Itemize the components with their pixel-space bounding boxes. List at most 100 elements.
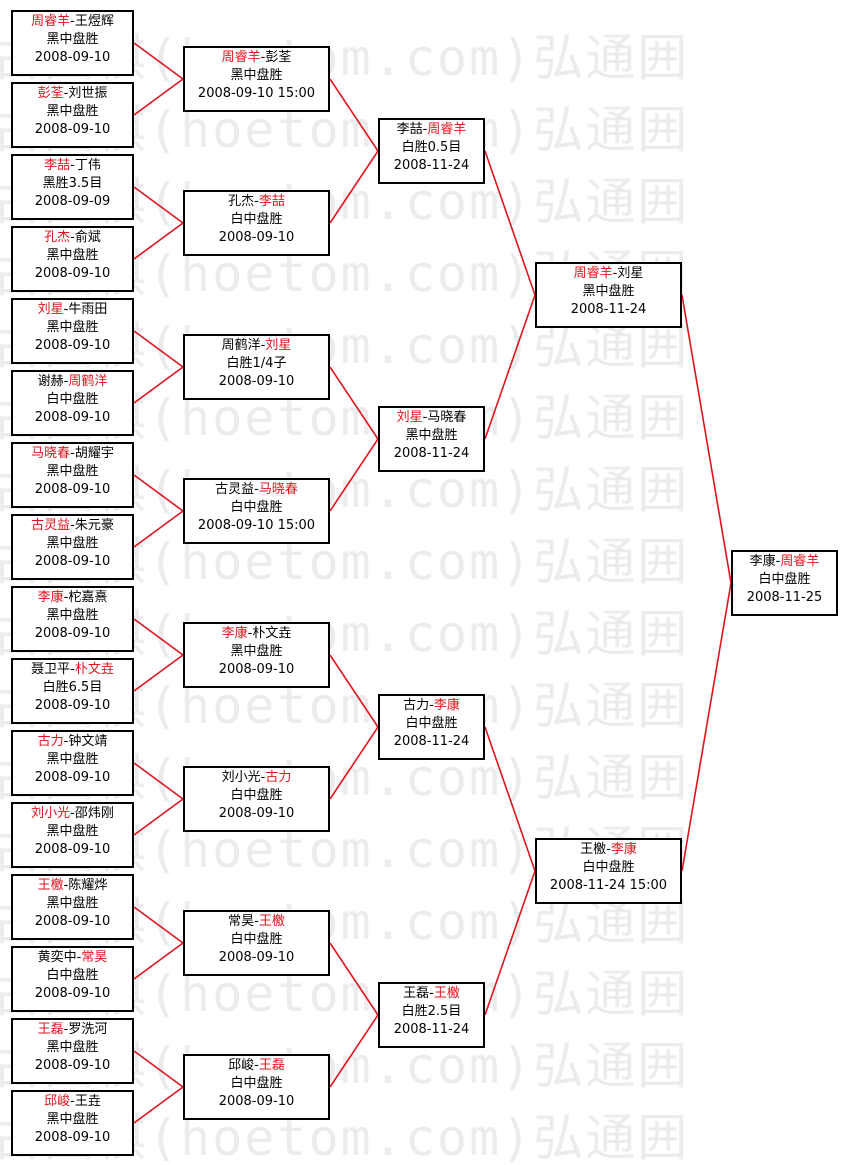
player-name: 钟文靖 bbox=[68, 734, 108, 749]
player-name: 王檄 bbox=[580, 842, 607, 857]
match-result: 白胜0.5目 bbox=[401, 140, 462, 155]
connector-line bbox=[133, 330, 184, 368]
result-row: 黑中盘胜 bbox=[13, 103, 132, 121]
player-name: 刘星 bbox=[617, 266, 644, 281]
match-date: 2008-11-25 bbox=[746, 590, 823, 605]
result-row: 白中盘胜 bbox=[185, 787, 328, 805]
winner-name: 朴文垚 bbox=[74, 662, 114, 677]
winner-name: 邱峻 bbox=[44, 1094, 71, 1109]
winner-name: 马晓春 bbox=[31, 446, 71, 461]
winner-name: 刘星 bbox=[37, 302, 64, 317]
player-name: 李康 bbox=[749, 554, 776, 569]
match-date: 2008-09-10 bbox=[34, 626, 111, 641]
versus-dash: - bbox=[260, 50, 266, 65]
player-name: 丁伟 bbox=[74, 158, 101, 173]
connector-line bbox=[133, 366, 184, 404]
match-date: 2008-09-10 15:00 bbox=[197, 518, 316, 533]
player-name: 马晓春 bbox=[427, 410, 467, 425]
result-row: 白胜6.5目 bbox=[13, 679, 132, 697]
match-result: 黑中盘胜 bbox=[46, 320, 99, 335]
player-name: 朴文垚 bbox=[252, 626, 292, 641]
match-result: 黑中盘胜 bbox=[46, 1040, 99, 1055]
connector-line bbox=[133, 42, 184, 80]
players-row: 王磊-罗洗河 bbox=[13, 1021, 132, 1039]
date-row: 2008-09-09 bbox=[13, 193, 132, 211]
winner-name: 刘星 bbox=[396, 410, 423, 425]
match-result: 黑中盘胜 bbox=[46, 752, 99, 767]
connector-line bbox=[329, 1014, 379, 1088]
date-row: 2008-09-10 bbox=[13, 481, 132, 499]
versus-dash: - bbox=[63, 86, 69, 101]
date-row: 2008-09-10 bbox=[13, 769, 132, 787]
result-row: 白胜1/4子 bbox=[185, 355, 328, 373]
match-date: 2008-09-10 bbox=[34, 482, 111, 497]
result-row: 黑中盘胜 bbox=[13, 31, 132, 49]
versus-dash: - bbox=[254, 914, 259, 929]
versus-dash: - bbox=[775, 554, 781, 569]
connector-line bbox=[329, 366, 379, 440]
result-row: 黑中盘胜 bbox=[380, 427, 483, 445]
player-name: 刘世振 bbox=[68, 86, 108, 101]
winner-name: 常昊 bbox=[81, 950, 108, 965]
result-row: 黑中盘胜 bbox=[13, 895, 132, 913]
versus-dash: - bbox=[254, 194, 259, 209]
winner-name: 周睿羊 bbox=[427, 122, 467, 137]
winner-name: 王磊 bbox=[258, 1058, 285, 1073]
result-row: 白中盘胜 bbox=[380, 715, 483, 733]
match-date: 2008-09-10 bbox=[34, 1130, 111, 1145]
versus-dash: - bbox=[254, 1058, 259, 1073]
player-name: 周鹤洋 bbox=[221, 338, 261, 353]
result-row: 黑中盘胜 bbox=[537, 283, 680, 301]
result-row: 黑中盘胜 bbox=[13, 607, 132, 625]
versus-dash: - bbox=[63, 374, 69, 389]
players-row: 周鹤洋-刘星 bbox=[185, 337, 328, 355]
players-row: 古灵益-朱元豪 bbox=[13, 517, 132, 535]
winner-name: 李康 bbox=[221, 626, 248, 641]
winner-name: 古力 bbox=[265, 770, 292, 785]
players-row: 王檄-陈耀烨 bbox=[13, 877, 132, 895]
result-row: 黑中盘胜 bbox=[13, 1111, 132, 1129]
match-date: 2008-09-09 bbox=[34, 194, 111, 209]
result-row: 黑中盘胜 bbox=[13, 463, 132, 481]
match-result: 白中盘胜 bbox=[46, 968, 99, 983]
match-result: 黑中盘胜 bbox=[46, 824, 99, 839]
match-result: 白胜6.5目 bbox=[42, 680, 103, 695]
date-row: 2008-09-10 bbox=[185, 661, 328, 679]
date-row: 2008-09-10 bbox=[13, 49, 132, 67]
player-name: 朱元豪 bbox=[74, 518, 114, 533]
connector-line bbox=[329, 150, 379, 224]
connector-line bbox=[133, 654, 184, 692]
player-name: 王磊 bbox=[403, 986, 430, 1001]
